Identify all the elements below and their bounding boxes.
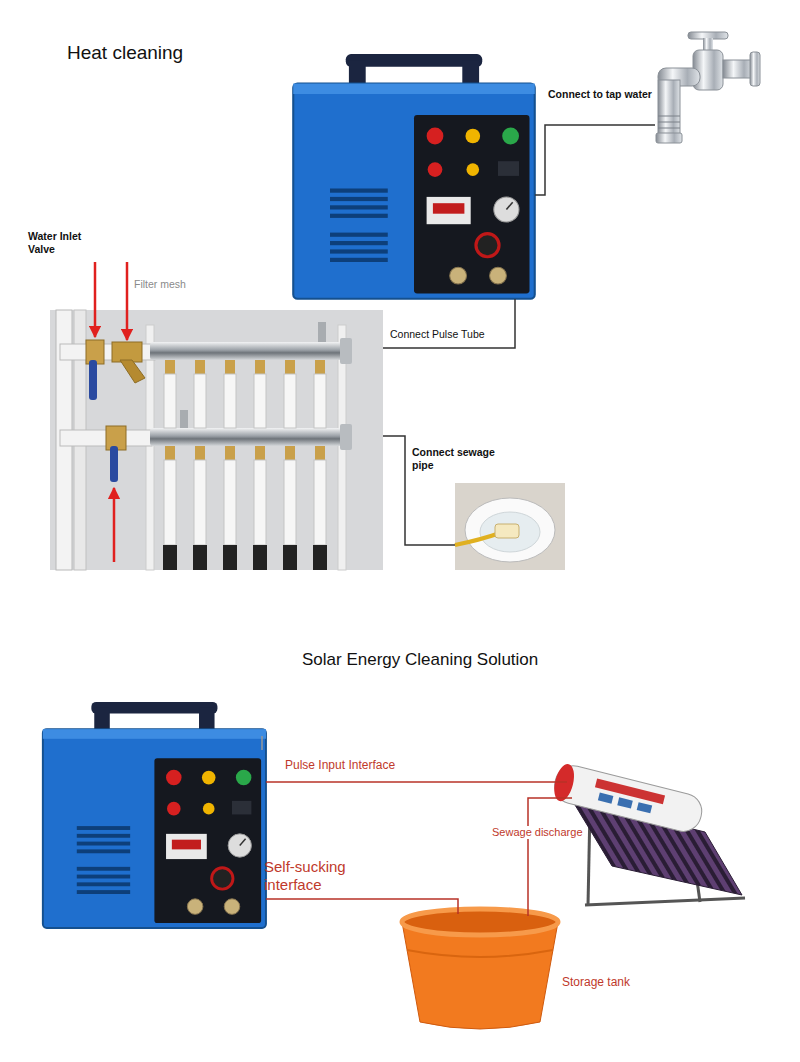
manifold-photo [254,374,266,428]
tap-faucet [656,32,760,143]
solar-water-heater [617,797,633,808]
manifold-photo [315,446,325,460]
hose-line [383,125,655,545]
manifold-photo [163,545,177,570]
toilet-photo [455,483,565,570]
manifold-photo [284,374,296,428]
section-heading: Solar Energy Cleaning Solution [302,650,538,670]
toilet-photo [455,533,500,545]
storage-bucket [402,909,558,1029]
manifold-photo [112,342,142,362]
manifold-photo [193,545,207,570]
cleaning-machine [43,702,266,928]
toilet-photo [455,483,565,570]
manifold-photo [180,410,188,428]
storage-bucket [407,950,553,957]
manifold-photo [120,360,145,383]
manifold-photo [194,460,206,545]
hose-line [528,798,572,916]
hose-line [261,736,263,750]
manifold-photo [225,446,235,460]
manifold-photo [255,446,265,460]
hose-line [266,781,567,783]
manifold-photo [285,446,295,460]
flow-arrow [126,262,129,340]
solar-water-heater [551,762,706,835]
manifold-photo [50,310,383,570]
flow-arrow [113,488,116,562]
section-heading: Heat cleaning [67,42,183,65]
part-label: Water Inlet Valve [28,230,100,255]
flow-arrow [94,262,97,337]
manifold-photo [283,545,297,570]
tap-faucet [688,32,728,39]
tap-faucet [750,52,760,86]
manifold-photo [195,446,205,460]
toilet-photo [465,498,555,562]
manifold-photo [314,460,326,545]
part-label: Storage tank [562,975,630,989]
manifold-photo [340,338,352,364]
manifold-photo [50,310,383,570]
manifold-photo [313,545,327,570]
manifold-photo [195,360,205,374]
manifold-photo [253,545,267,570]
manifold-photo [165,446,175,460]
manifold-photo [165,360,175,374]
hose-line [266,899,458,914]
manifold-photo [194,374,206,428]
manifold-photo [110,446,118,482]
manifold-photo [285,360,295,374]
manifold-photo [150,428,342,446]
manifold-photo [89,360,97,400]
hose-line [383,299,515,348]
cleaning-machine [293,54,535,299]
tap-faucet [658,116,680,117]
manifold-photo [164,460,176,545]
solar-water-heater [585,898,745,905]
solar-water-heater [637,802,653,813]
tap-faucet [658,80,680,135]
manifold-photo [225,360,235,374]
toilet-photo [480,512,540,552]
tap-faucet [723,60,753,78]
hose-line [535,125,655,195]
interface-label: Pulse Input Interface [285,758,395,772]
manifold-photo [223,545,237,570]
tap-faucet [658,122,680,123]
manifold-photo [340,424,352,450]
manifold-photo [314,374,326,428]
manifold-photo [318,322,326,342]
solar-water-heater [598,793,614,804]
connection-label: Connect Pulse Tube [390,328,485,341]
connection-label: Connect to tap water [548,88,652,101]
interface-label: Self-sucking interface [264,858,374,894]
part-label: Filter mesh [134,278,186,291]
storage-bucket [402,909,558,935]
interface-label: Sewage discharge [490,826,585,839]
manifold-photo [150,342,342,360]
manifold-photo [315,360,325,374]
manifold-photo [254,460,266,545]
manifold-photo [224,460,236,545]
manifold-photo [255,360,265,374]
manifold-photo [164,374,176,428]
flow-arrow [95,262,127,562]
connection-label: Connect sewage pipe [412,446,512,471]
toilet-photo [495,524,519,538]
storage-bucket [402,922,558,1029]
manifold-photo [224,374,236,428]
manifold-photo [146,325,154,570]
tap-faucet [656,133,682,143]
tap-faucet [658,128,680,129]
manifold-photo [284,460,296,545]
solar-water-heater [551,762,706,835]
